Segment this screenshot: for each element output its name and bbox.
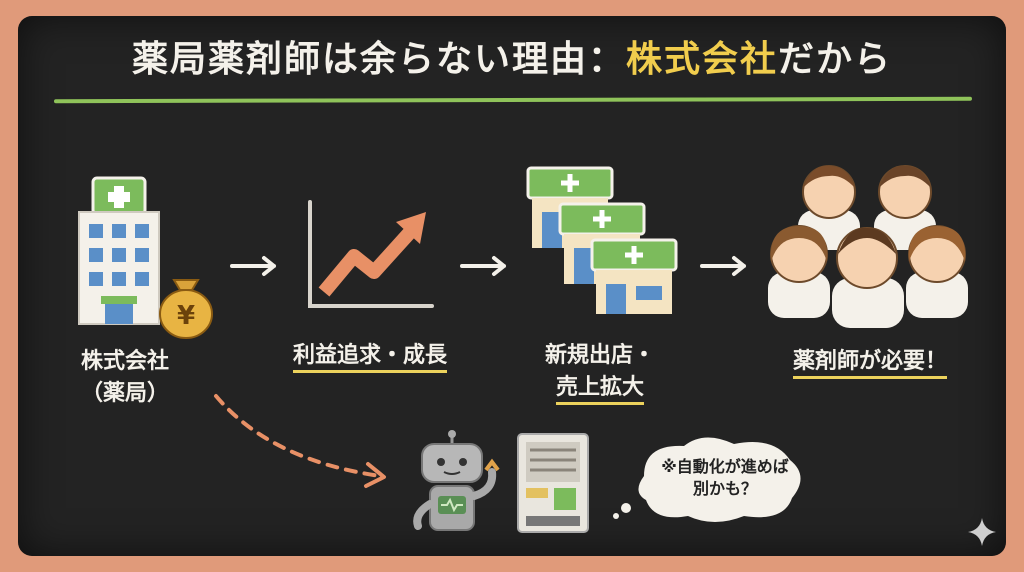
node-pharmacists-line1: 薬剤師が必要！ xyxy=(792,349,947,379)
hospital-building-icon xyxy=(78,176,160,325)
automation-note: ※自動化が進めば 別かも？ xyxy=(640,456,810,500)
node-company: 株式会社 （薬局） xyxy=(55,346,195,410)
arrow-right-icon xyxy=(230,256,276,276)
yen-money-bag-icon: ¥ xyxy=(159,279,213,339)
node-expansion-line2: 売上拡大 xyxy=(555,375,644,405)
dashed-arrow-icon xyxy=(214,394,386,488)
sparkle-icon xyxy=(968,518,996,546)
node-pharmacists: 薬剤師が必要！ xyxy=(760,346,980,379)
title-highlight: 株式会社 xyxy=(625,39,778,80)
node-growth: 利益追求・成長 xyxy=(265,340,475,373)
title-main: 薬局薬剤師は余らない理由： xyxy=(131,39,626,80)
title-tail: だから xyxy=(778,39,893,80)
pharmacy-stores-icon xyxy=(526,166,678,314)
node-expansion-line1: 新規出店・ xyxy=(544,343,655,368)
robot-icon xyxy=(413,430,500,531)
node-growth-line1: 利益追求・成長 xyxy=(292,343,447,373)
growth-chart-icon xyxy=(308,200,434,308)
node-expansion: 新規出店・ 売上拡大 xyxy=(515,340,685,405)
page-title: 薬局薬剤師は余らない理由：株式会社だから xyxy=(30,30,994,82)
thought-bubble-icon xyxy=(613,437,801,522)
dispensing-machine-icon xyxy=(517,433,589,533)
svg-text:¥: ¥ xyxy=(177,301,195,331)
node-company-line2: （薬局） xyxy=(80,381,169,406)
note-line2: 別かも？ xyxy=(692,479,757,498)
note-line1: ※自動化が進めば xyxy=(661,457,789,476)
arrow-right-icon xyxy=(460,256,506,276)
node-company-line1: 株式会社 xyxy=(80,349,169,374)
pharmacists-group-icon xyxy=(768,165,968,328)
arrow-right-icon xyxy=(700,256,746,276)
